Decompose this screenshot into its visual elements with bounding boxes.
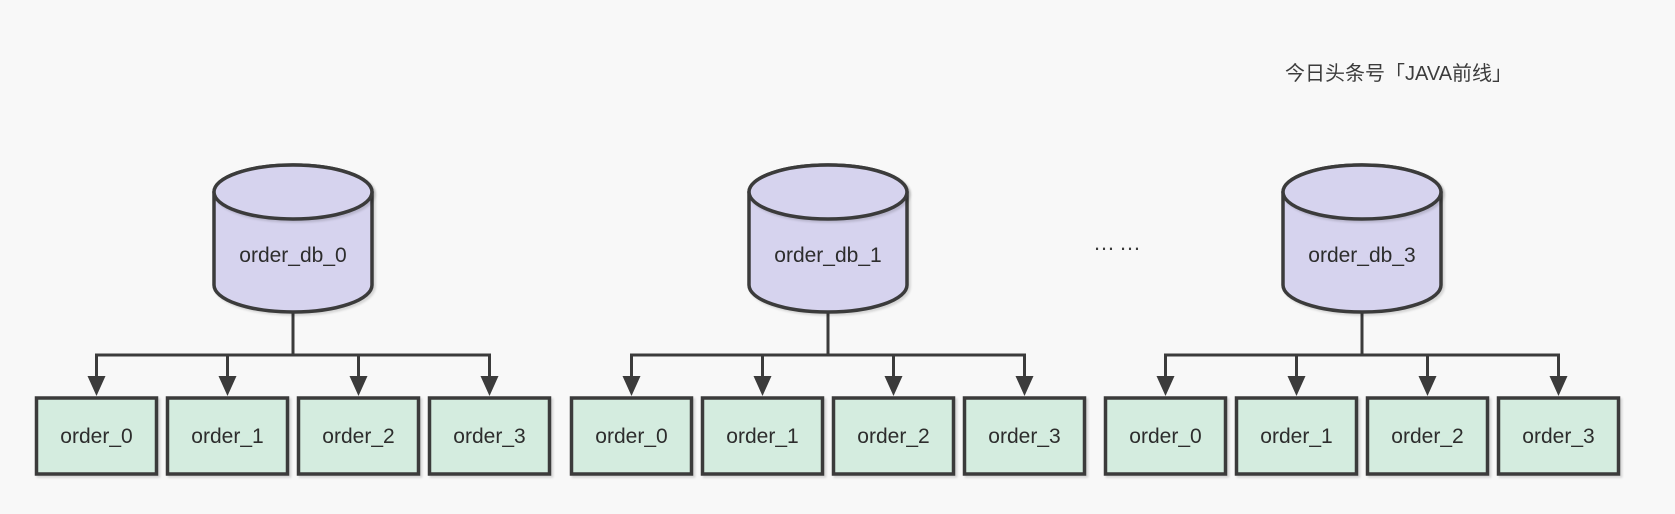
table-box [1496, 396, 1621, 476]
arrowhead [218, 376, 237, 396]
table-label: order_2 [322, 425, 394, 448]
table-box [165, 396, 290, 476]
db-group-0: order_db_0 order_0 order_1 order_2 order… [34, 163, 552, 476]
database-label: order_db_0 [239, 244, 346, 267]
table-label: order_0 [1129, 425, 1201, 448]
table-label: order_3 [453, 425, 525, 448]
table-label: order_0 [60, 425, 132, 448]
table-label: order_2 [1391, 425, 1463, 448]
arrowhead [884, 376, 903, 396]
connector-lines [630, 312, 1026, 378]
table-box [1365, 396, 1490, 476]
table-box [962, 396, 1087, 476]
arrowhead [622, 376, 641, 396]
table-box [1234, 396, 1359, 476]
database-cylinder-top [212, 163, 374, 221]
database-cylinder-top [747, 163, 909, 221]
table-label: order_0 [595, 425, 667, 448]
db-group-2: order_db_3 order_0 order_1 order_2 order… [1103, 163, 1621, 476]
database-cylinder-top [1281, 163, 1443, 221]
arrowhead [1549, 376, 1568, 396]
table-box [296, 396, 421, 476]
table-label: order_1 [1260, 425, 1332, 448]
database-label: order_db_1 [774, 244, 881, 267]
table-label: order_2 [857, 425, 929, 448]
table-label: order_3 [988, 425, 1060, 448]
table-label: order_1 [191, 425, 263, 448]
table-box [1103, 396, 1228, 476]
watermark-text: 今日头条号「JAVA前线」 [1285, 62, 1512, 85]
table-box [34, 396, 159, 476]
table-label: order_1 [726, 425, 798, 448]
table-label: order_3 [1522, 425, 1594, 448]
table-box [700, 396, 825, 476]
connector-lines [95, 312, 491, 378]
arrowhead [1418, 376, 1437, 396]
ellipsis-dots: …… [1093, 230, 1145, 255]
database-label: order_db_3 [1308, 244, 1415, 267]
table-box [569, 396, 694, 476]
connector-lines [1164, 312, 1560, 378]
arrowhead [1015, 376, 1034, 396]
arrowhead [87, 376, 106, 396]
arrowhead [1156, 376, 1175, 396]
db-group-1: order_db_1 order_0 order_1 order_2 order… [569, 163, 1087, 476]
arrowhead [1287, 376, 1306, 396]
arrowhead [480, 376, 499, 396]
arrowhead [349, 376, 368, 396]
table-box [831, 396, 956, 476]
table-box [427, 396, 552, 476]
arrowhead [753, 376, 772, 396]
